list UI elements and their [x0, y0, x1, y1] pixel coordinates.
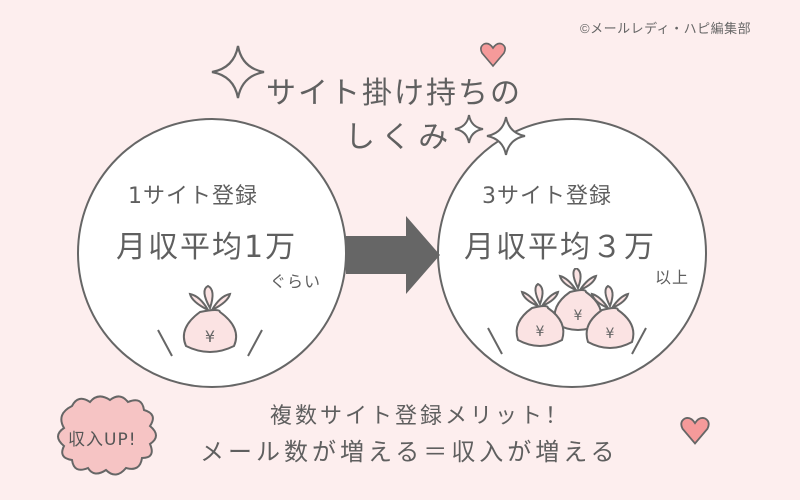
- arrow-right-icon: [346, 216, 440, 294]
- one-site-income: 月収平均1万: [116, 230, 298, 265]
- svg-text:¥: ¥: [205, 327, 215, 346]
- sparkle-icon: [486, 116, 526, 156]
- merit-description: メール数が増える＝収入が増える: [200, 438, 619, 466]
- merit-heading: 複数サイト登録メリット！: [270, 404, 571, 429]
- three-site-circle: [437, 118, 707, 388]
- three-site-income: 月収平均３万: [464, 230, 656, 265]
- copyright-credit: ©メールレディ・ハピ編集部: [580, 21, 752, 36]
- diagram-title-line1: サイト掛け持ちの: [266, 76, 522, 111]
- income-up-badge-shape: [57, 395, 157, 476]
- svg-text:¥: ¥: [536, 324, 545, 340]
- three-site-note: 以上: [655, 268, 690, 287]
- three-site-label: 3サイト登録: [482, 184, 612, 209]
- heart-icon: [480, 42, 506, 68]
- income-up-badge: 収入UP!: [68, 430, 137, 450]
- diagram-title-line2: しくみ: [345, 120, 455, 155]
- svg-text:¥: ¥: [574, 308, 583, 324]
- heart-icon: [680, 417, 710, 445]
- money-bags-yen-icon: ¥ ¥ ¥: [487, 268, 647, 355]
- money-bag-yen-icon: ¥: [157, 284, 263, 357]
- sparkle-small-icon: [454, 114, 484, 144]
- svg-text:¥: ¥: [606, 326, 615, 342]
- one-site-note: ぐらい: [270, 272, 322, 291]
- one-site-label: 1サイト登録: [128, 184, 258, 209]
- sparkle-icon: [211, 45, 265, 99]
